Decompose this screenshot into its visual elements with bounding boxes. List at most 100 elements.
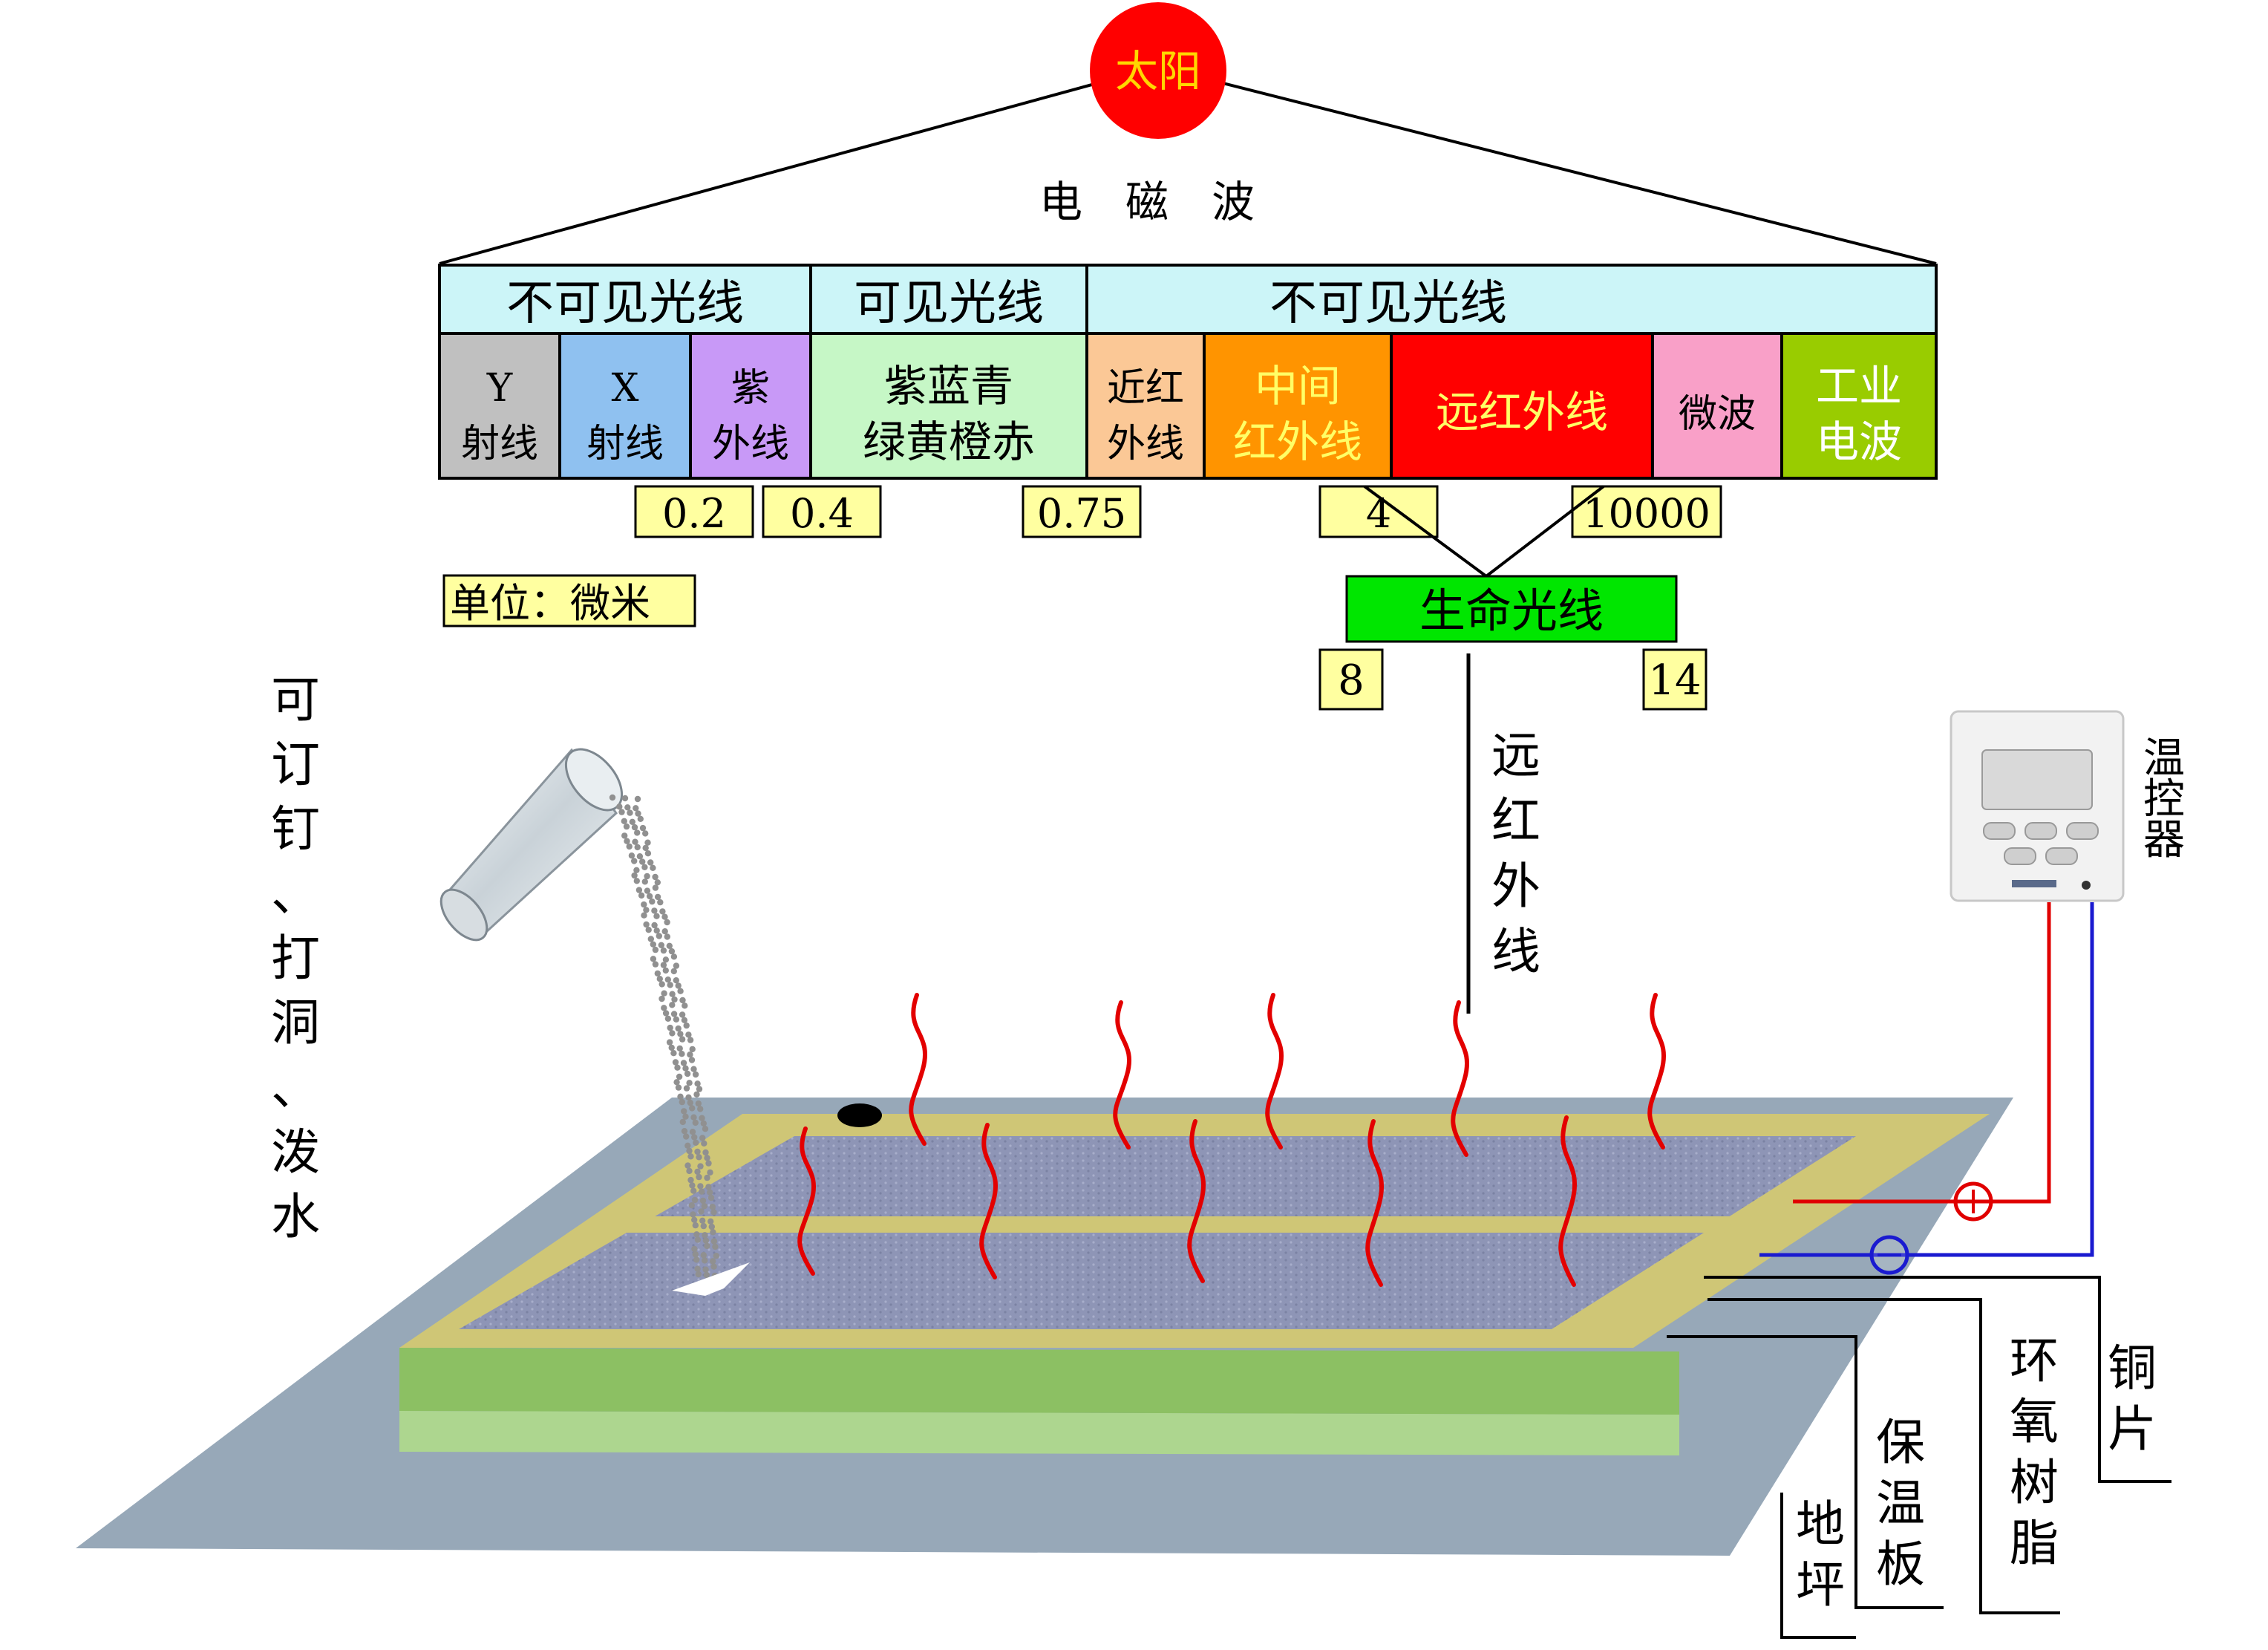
water-droplet bbox=[633, 878, 640, 884]
water-droplet bbox=[683, 1022, 690, 1029]
heat-wave bbox=[1647, 993, 1667, 1150]
water-droplet bbox=[668, 948, 676, 955]
water-droplet bbox=[684, 1142, 691, 1150]
insulation-board bbox=[399, 1348, 1679, 1415]
water-droplet bbox=[669, 1030, 676, 1037]
water-droplet bbox=[670, 953, 678, 960]
water-droplet bbox=[621, 818, 627, 825]
thermostat-brand-strip bbox=[2012, 880, 2056, 887]
water-droplet bbox=[674, 1064, 681, 1071]
water-droplet bbox=[699, 1197, 707, 1204]
floor-scene bbox=[76, 748, 2013, 1556]
water-droplet bbox=[662, 967, 669, 974]
water-droplet bbox=[668, 1044, 675, 1051]
spectrum-band-line1: 近红 bbox=[1107, 366, 1184, 411]
water-droplet bbox=[703, 1271, 710, 1279]
water-droplet bbox=[702, 1126, 709, 1132]
water-droplet bbox=[621, 832, 628, 839]
water-droplet bbox=[677, 1031, 684, 1037]
spectrum-band bbox=[1085, 332, 1206, 480]
water-droplet bbox=[704, 1155, 710, 1161]
water-droplet bbox=[661, 913, 668, 920]
boundary-value: 10000 bbox=[1583, 490, 1710, 537]
water-droplet bbox=[644, 887, 651, 894]
water-droplet bbox=[632, 838, 638, 845]
water-droplet bbox=[686, 1167, 693, 1175]
water-droplet bbox=[652, 873, 658, 881]
water-droplet bbox=[641, 878, 648, 885]
group-label-invisible-right: 不可见光线 bbox=[1269, 276, 1507, 331]
thermostat-screen bbox=[1981, 749, 2093, 810]
heat-wave bbox=[1113, 1000, 1132, 1150]
water-droplet bbox=[656, 976, 663, 982]
water-droplet bbox=[679, 1118, 686, 1126]
water-droplet bbox=[644, 850, 652, 857]
water-droplet bbox=[639, 824, 647, 832]
heat-wave bbox=[1451, 1000, 1470, 1157]
left-caption-char: 打 bbox=[271, 930, 320, 987]
water-droplet bbox=[658, 942, 664, 949]
far-ir-vertical-label: 远红外线 bbox=[1491, 727, 1540, 980]
callout-copper bbox=[1704, 1276, 2171, 1483]
water-droplet bbox=[699, 1188, 705, 1195]
water-droplet bbox=[710, 1229, 716, 1236]
water-droplet bbox=[683, 1085, 690, 1092]
water-droplet bbox=[697, 1183, 704, 1190]
water-droplet bbox=[690, 1187, 697, 1194]
sun-circle bbox=[1090, 2, 1226, 139]
water-droplet bbox=[710, 1209, 717, 1216]
water-droplet bbox=[658, 981, 665, 988]
water-droplet bbox=[653, 913, 660, 919]
water-droplet bbox=[673, 1016, 680, 1023]
water-droplet bbox=[627, 809, 633, 816]
spectrum-table: 不可见光线 可见光线 不可见光线 Y射线X射线紫外线紫蓝青绿黄橙赤近红外线中间红… bbox=[438, 264, 1938, 578]
water-droplet bbox=[675, 1025, 682, 1032]
spectrum-band-line1: X bbox=[611, 366, 638, 411]
water-droplet bbox=[624, 804, 631, 811]
water-droplet bbox=[698, 1208, 705, 1215]
water-droplet bbox=[650, 941, 656, 948]
water-droplet bbox=[689, 1105, 696, 1112]
water-droplet bbox=[689, 1129, 696, 1135]
water-droplet bbox=[672, 1059, 679, 1066]
water-droplet bbox=[676, 1073, 683, 1080]
water-droplet bbox=[660, 947, 667, 954]
wiring bbox=[1759, 902, 2094, 1275]
water-droplet bbox=[700, 1252, 707, 1259]
thermostat-button bbox=[2024, 822, 2057, 840]
water-droplet bbox=[702, 1149, 709, 1156]
spectrum-band-line2: 外线 bbox=[712, 422, 789, 466]
water-droplet bbox=[694, 1236, 702, 1243]
left-caption-char: 订 bbox=[271, 736, 320, 793]
spectrum-band-line2: 电波 bbox=[1816, 417, 1902, 467]
water-droplet bbox=[692, 1071, 699, 1078]
water-droplet bbox=[628, 852, 635, 859]
left-caption-char: 泼 bbox=[271, 1124, 320, 1181]
spectrum-band bbox=[1203, 332, 1393, 480]
water-droplet bbox=[702, 1237, 710, 1244]
water-droplet bbox=[631, 872, 638, 879]
spectrum-band-line1: 中间 bbox=[1255, 361, 1341, 411]
water-droplet bbox=[708, 1223, 715, 1230]
water-droplet bbox=[694, 1148, 701, 1155]
water-droplet bbox=[626, 843, 633, 850]
water-droplet bbox=[681, 1108, 687, 1115]
water-droplet bbox=[682, 1113, 689, 1120]
layer-label-floor: 坪 bbox=[1796, 1556, 1845, 1614]
water-droplet bbox=[623, 823, 630, 830]
water-droplet bbox=[637, 815, 644, 823]
water-droplet bbox=[686, 1080, 693, 1086]
spectrum-band-line1: Y bbox=[486, 366, 513, 411]
water-droplet bbox=[713, 1253, 719, 1259]
water-droplet bbox=[679, 997, 686, 1004]
water-droplet bbox=[683, 1133, 690, 1140]
thermostat-button bbox=[1983, 822, 2016, 840]
layer-label-insulation: 保 bbox=[1876, 1414, 1925, 1471]
water-droplet bbox=[664, 933, 670, 940]
water-droplet bbox=[697, 1106, 704, 1112]
nail-blob bbox=[837, 1103, 882, 1127]
water-droplet bbox=[609, 794, 616, 801]
epoxy-frame-bar bbox=[590, 1216, 1737, 1233]
water-droplet bbox=[650, 864, 656, 872]
